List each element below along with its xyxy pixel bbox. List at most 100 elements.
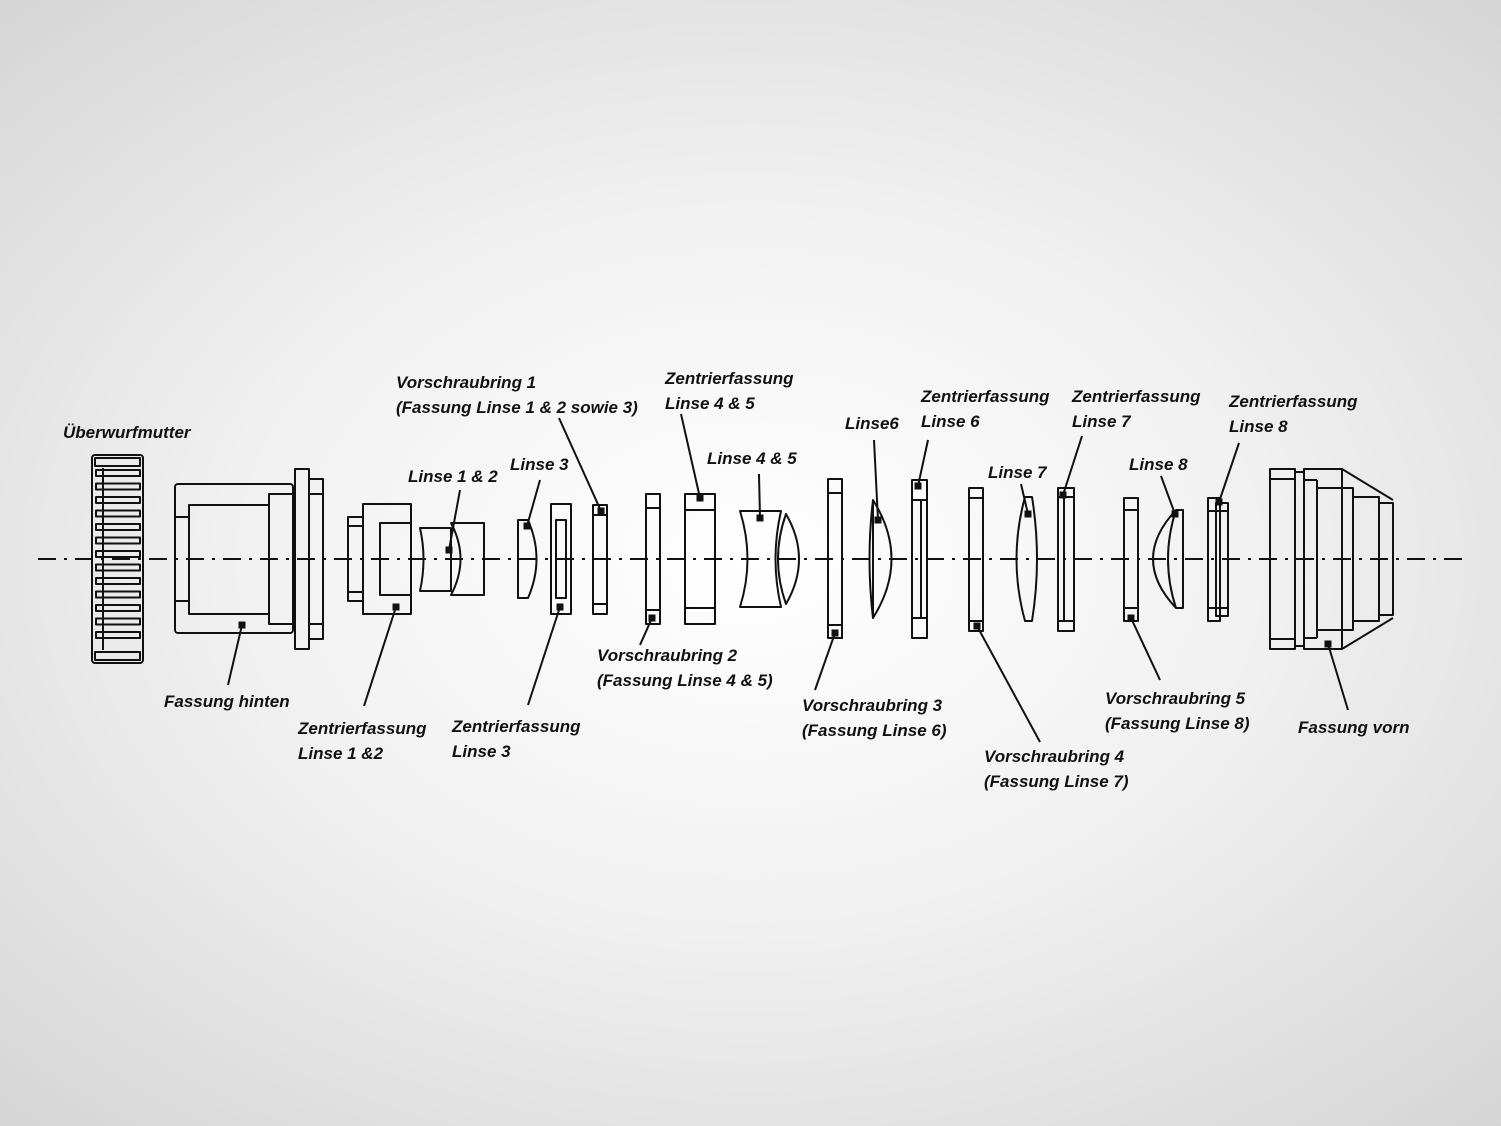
label-line: Linse 1 & 2 — [408, 467, 498, 486]
leader-line — [917, 439, 929, 487]
leader-line — [814, 632, 836, 691]
label-vsr3: Vorschraubring 3 (Fassung Linse 6) — [802, 696, 947, 740]
label-linse8: Linse 8 — [1129, 455, 1188, 474]
label-line: Linse 3 — [452, 742, 511, 761]
part-fassung-hinten — [174, 468, 324, 650]
leader-line — [448, 489, 461, 551]
leader-dot — [445, 546, 453, 554]
label-line: Linse6 — [845, 414, 899, 433]
label-fassung-hinten: Fassung hinten — [164, 692, 290, 711]
part-zentrierfassung-linse-6 — [911, 479, 928, 639]
leader-line — [526, 479, 541, 527]
leader-line — [1062, 435, 1083, 496]
label-vsr5: Vorschraubring 5 (Fassung Linse 8) — [1105, 689, 1250, 733]
label-line: Linse 8 — [1129, 455, 1188, 474]
leader-dot — [597, 507, 605, 515]
leader-line — [639, 617, 653, 646]
leader-dot — [1171, 510, 1179, 518]
part-linse-1-2 — [419, 522, 485, 596]
part-ueberwurfmutter — [91, 454, 144, 664]
leader-dot — [756, 514, 764, 522]
leader-dot — [1059, 491, 1067, 499]
label-line: Vorschraubring 5 — [1105, 689, 1246, 708]
label-vsr1: Vorschraubring 1(Fassung Linse 1 & 2 sow… — [396, 373, 638, 417]
leader-dot — [1024, 510, 1032, 518]
part-linse-7 — [1015, 496, 1038, 622]
part-zentrierfassung-linse-7 — [1057, 487, 1075, 632]
label-line: Linse 7 — [1072, 412, 1132, 431]
label-line: Zentrierfassung — [297, 719, 427, 738]
leader-dot — [238, 621, 246, 629]
label-line: Linse 3 — [510, 455, 569, 474]
label-line: Vorschraubring 4 — [984, 747, 1125, 766]
label-line: Fassung hinten — [164, 692, 290, 711]
leader-line — [1327, 643, 1349, 711]
label-ueberwurfmutter: Überwurfmutter — [63, 423, 192, 442]
label-line: Linse 1 &2 — [298, 744, 384, 763]
leader-line — [527, 606, 561, 706]
label-line: (Fassung Linse 8) — [1105, 714, 1250, 733]
label-line: Zentrierfassung — [664, 369, 794, 388]
part-zentrierfassung-linse-3 — [550, 503, 572, 615]
part-vorschraubring-2 — [645, 493, 661, 625]
leader-line — [1218, 442, 1240, 503]
leader-line — [873, 439, 879, 521]
part-fassung-vorn — [1269, 468, 1394, 650]
label-line: Vorschraubring 3 — [802, 696, 943, 715]
label-line: Linse 4 & 5 — [665, 394, 755, 413]
label-line: Vorschraubring 2 — [597, 646, 738, 665]
label-line: (Fassung Linse 1 & 2 sowie 3) — [396, 398, 638, 417]
leader-dot — [1215, 498, 1223, 506]
label-vsr4: Vorschraubring 4 (Fassung Linse 7) — [984, 747, 1129, 791]
leader-line — [227, 624, 243, 686]
leader-lines — [227, 413, 1349, 743]
label-fassung-vorn: Fassung vorn — [1298, 718, 1409, 737]
leader-line — [680, 413, 701, 499]
leader-dot — [1127, 614, 1135, 622]
leader-line — [976, 625, 1041, 743]
part-linse-6 — [868, 499, 893, 619]
leader-dot — [648, 614, 656, 622]
label-line: Linse 7 — [988, 463, 1048, 482]
leader-line — [1160, 475, 1176, 515]
label-line: (Fassung Linse 6) — [802, 721, 947, 740]
part-vorschraubring-1 — [592, 504, 608, 615]
leader-dot — [874, 516, 882, 524]
label-line: Linse 8 — [1229, 417, 1288, 436]
label-vsr2: Vorschraubring 2 (Fassung Linse 4 & 5) — [597, 646, 773, 690]
leader-dot — [696, 494, 704, 502]
leader-dot — [1324, 640, 1332, 648]
leader-line — [1130, 617, 1161, 681]
leader-line — [1020, 483, 1029, 515]
part-linse-8 — [1152, 509, 1184, 609]
label-line: Zentrierfassung — [451, 717, 581, 736]
label-linse3: Linse 3 — [510, 455, 569, 474]
leader-dot — [392, 603, 400, 611]
label-linse12: Linse 1 & 2 — [408, 467, 498, 486]
leader-dot — [556, 603, 564, 611]
label-line: Überwurfmutter — [63, 423, 192, 442]
leader-dot — [831, 629, 839, 637]
part-linse-4-5 — [739, 510, 800, 608]
label-line: Zentrierfassung — [1071, 387, 1201, 406]
leader-line — [558, 417, 602, 512]
label-line: Zentrierfassung — [920, 387, 1050, 406]
leader-dot — [973, 622, 981, 630]
label-linse45: Linse 4 & 5 — [707, 449, 797, 468]
label-line: (Fassung Linse 7) — [984, 772, 1129, 791]
label-line: Linse 6 — [921, 412, 980, 431]
label-line: (Fassung Linse 4 & 5) — [597, 671, 773, 690]
part-vorschraubring-3 — [827, 478, 843, 639]
leader-dot — [914, 482, 922, 490]
leader-line — [758, 473, 761, 519]
label-line: Linse 4 & 5 — [707, 449, 797, 468]
label-line: Fassung vorn — [1298, 718, 1409, 737]
leader-line — [363, 606, 397, 707]
label-linse6: Linse6 — [845, 414, 899, 433]
